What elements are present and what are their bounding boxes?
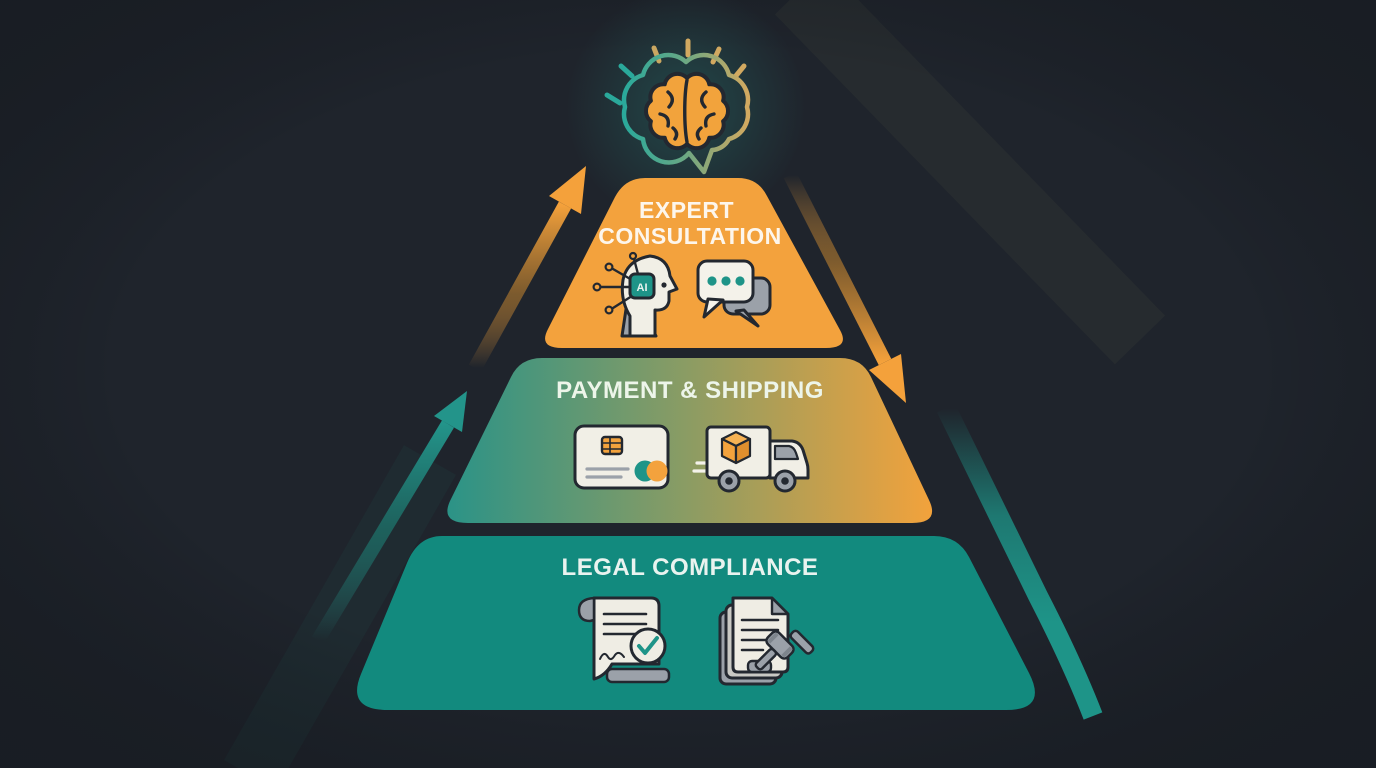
credit-card-icon — [573, 424, 670, 490]
delivery-truck-icon — [692, 425, 810, 493]
tier2-shape — [447, 358, 933, 523]
pyramid-tier-payment-shipping: PAYMENT & SHIPPING — [447, 358, 933, 523]
brain-cloud-outline — [621, 52, 751, 175]
left-teal-arrow — [312, 391, 467, 644]
tier3-label: LEGAL COMPLIANCE — [562, 554, 819, 581]
ai-chip-label: AI — [637, 282, 648, 294]
document-check-icon — [577, 596, 671, 684]
brain-rays — [604, 38, 747, 106]
tier1-label: EXPERT CONSULTATION — [598, 197, 782, 249]
pyramid-tier-expert-consultation: EXPERT CONSULTATION AI — [545, 178, 843, 348]
right-orange-arrow — [783, 171, 906, 403]
chat-bubbles-icon — [696, 259, 772, 328]
ai-head-icon: AI — [592, 251, 679, 338]
brain-icon — [604, 38, 751, 175]
pyramid-tier-legal-compliance: LEGAL COMPLIANCE — [357, 536, 1035, 710]
brain-folds — [658, 78, 716, 144]
left-orange-arrow — [468, 166, 586, 372]
gavel-documents-icon — [718, 596, 815, 686]
tier3-shape — [357, 536, 1035, 710]
tier2-label: PAYMENT & SHIPPING — [556, 377, 824, 404]
right-teal-swoosh — [937, 403, 1103, 720]
